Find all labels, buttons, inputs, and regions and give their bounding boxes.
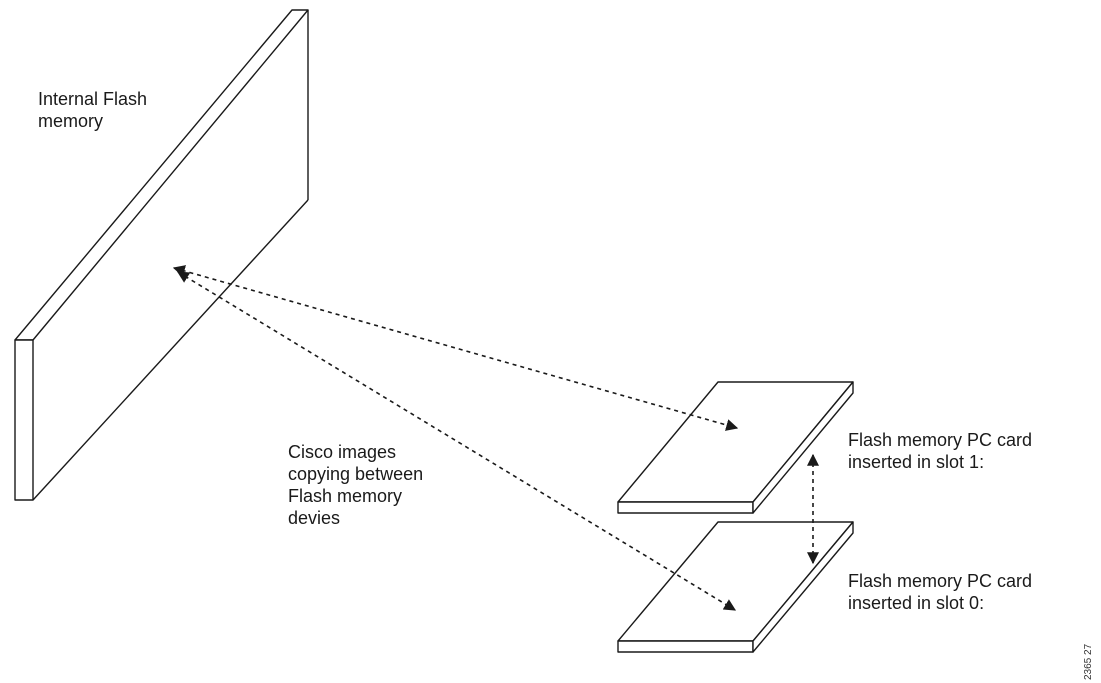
- slot1-label-line-2: inserted in slot 1:: [848, 452, 985, 472]
- slot1-card-front: [617, 501, 754, 514]
- slot0-card-top: [617, 521, 854, 642]
- arrow-internal-to-slot1: [172, 265, 739, 431]
- copy-note-line-3: Flash memory: [288, 486, 403, 506]
- slot0-card-front: [617, 640, 754, 653]
- copy-note-line-2: copying between: [288, 464, 424, 484]
- slot1-card: [617, 381, 854, 514]
- internal-flash-label-line-1: Internal Flash: [38, 89, 148, 109]
- internal-flash-board-side-edge: [292, 10, 308, 195]
- internal-flash-label-line-2: memory: [38, 111, 104, 131]
- slot1-label: Flash memory PC card inserted in slot 1:: [848, 429, 1032, 473]
- slot0-card-side: [752, 521, 854, 653]
- arrow-internal-to-slot0: [176, 271, 737, 611]
- slot1-label-line-1: Flash memory PC card: [848, 430, 1033, 450]
- internal-flash-board-bottom-edge: [32, 199, 309, 501]
- copy-note-label: Cisco images copying between Flash memor…: [288, 441, 423, 529]
- slot0-label-line-2: inserted in slot 0:: [848, 593, 985, 613]
- slot0-label-line-1: Flash memory PC card: [848, 571, 1033, 591]
- slot0-card: [617, 521, 854, 653]
- copy-note-line-1: Cisco images: [288, 442, 397, 462]
- internal-flash-label: Internal Flash memory: [38, 88, 147, 132]
- slot1-card-side: [752, 381, 854, 514]
- figure-code: 2365 27: [1083, 643, 1094, 680]
- internal-flash-board: [14, 9, 309, 501]
- internal-flash-board-top-edge: [14, 9, 309, 341]
- copy-note-line-4: devies: [288, 508, 341, 528]
- slot1-card-top: [617, 381, 854, 503]
- internal-flash-board-front-face: [14, 339, 34, 501]
- slot0-label: Flash memory PC card inserted in slot 0:: [848, 570, 1032, 614]
